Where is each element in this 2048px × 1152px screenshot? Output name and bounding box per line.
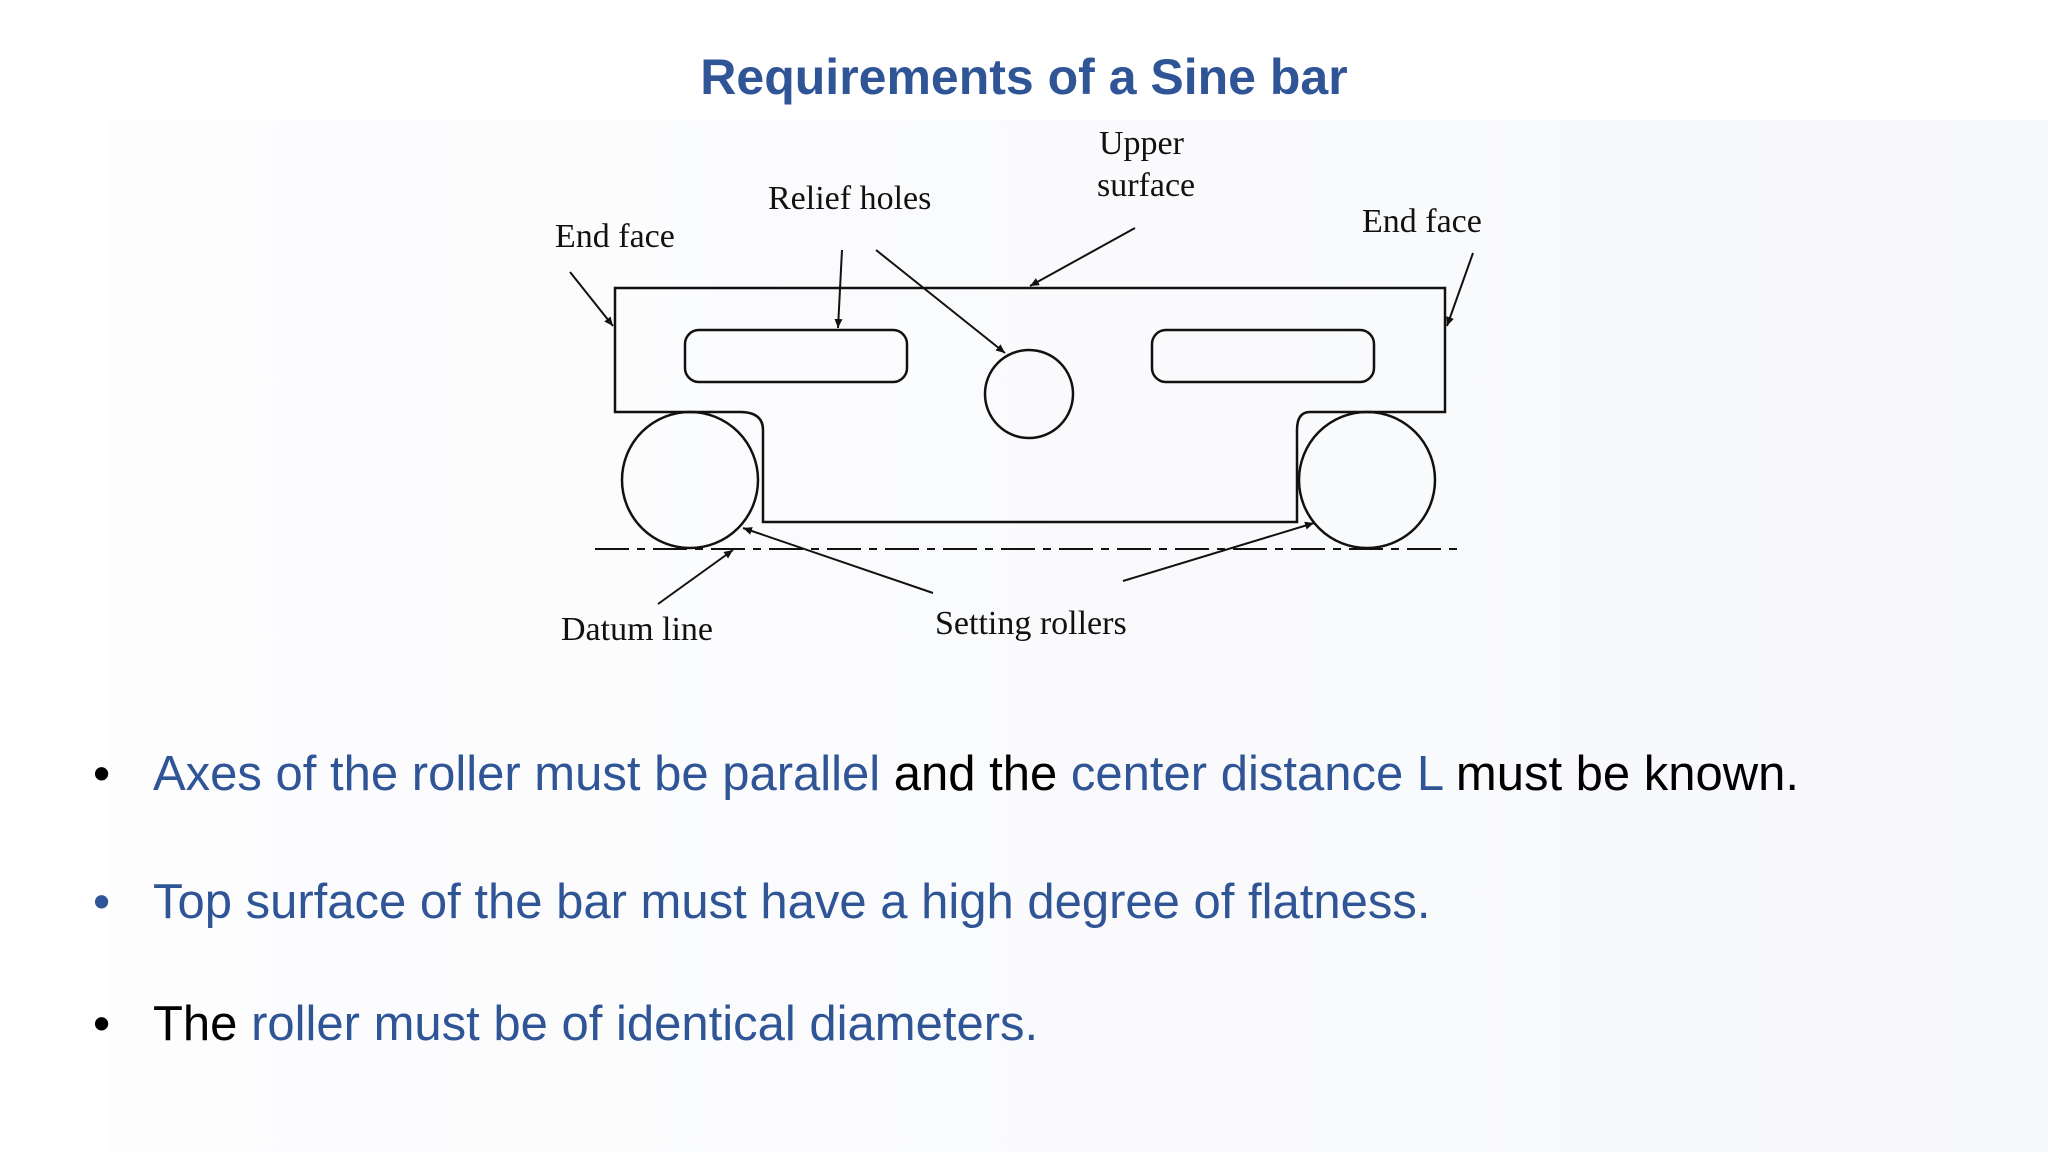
label-relief-holes: Relief holes	[768, 180, 931, 217]
sine-bar-svg: End face Relief holes Upper surface End …	[555, 125, 1482, 648]
arrow-datum-line	[657, 549, 734, 605]
label-datum-line: Datum line	[561, 611, 713, 648]
arrow-end-face-left	[569, 271, 614, 327]
label-end-face-right: End face	[1362, 203, 1482, 240]
arrow-relief-hole-slot	[834, 249, 843, 329]
relief-hole-left	[683, 328, 909, 384]
relief-hole-center	[983, 348, 1075, 440]
sine-bar-diagram: End face Relief holes Upper surface End …	[540, 120, 1500, 670]
label-end-face-left: End face	[555, 218, 675, 255]
arrow-upper-surface	[1029, 227, 1136, 287]
label-upper-surface-line2: surface	[1097, 167, 1195, 204]
arrow-setting-roller-left	[742, 527, 934, 594]
arrow-setting-roller-right	[1122, 521, 1315, 582]
setting-roller-right	[1297, 410, 1437, 550]
bar-body	[613, 286, 1447, 524]
label-upper-surface-line1: Upper	[1099, 125, 1185, 162]
relief-hole-right	[1150, 328, 1376, 384]
slide-title: Requirements of a Sine bar	[700, 49, 1348, 105]
slide-background	[110, 120, 2048, 1152]
arrow-relief-hole-circle	[875, 249, 1006, 354]
setting-roller-left	[620, 410, 760, 550]
label-setting-rollers: Setting rollers	[935, 605, 1127, 642]
arrow-end-face-right	[1446, 252, 1474, 327]
